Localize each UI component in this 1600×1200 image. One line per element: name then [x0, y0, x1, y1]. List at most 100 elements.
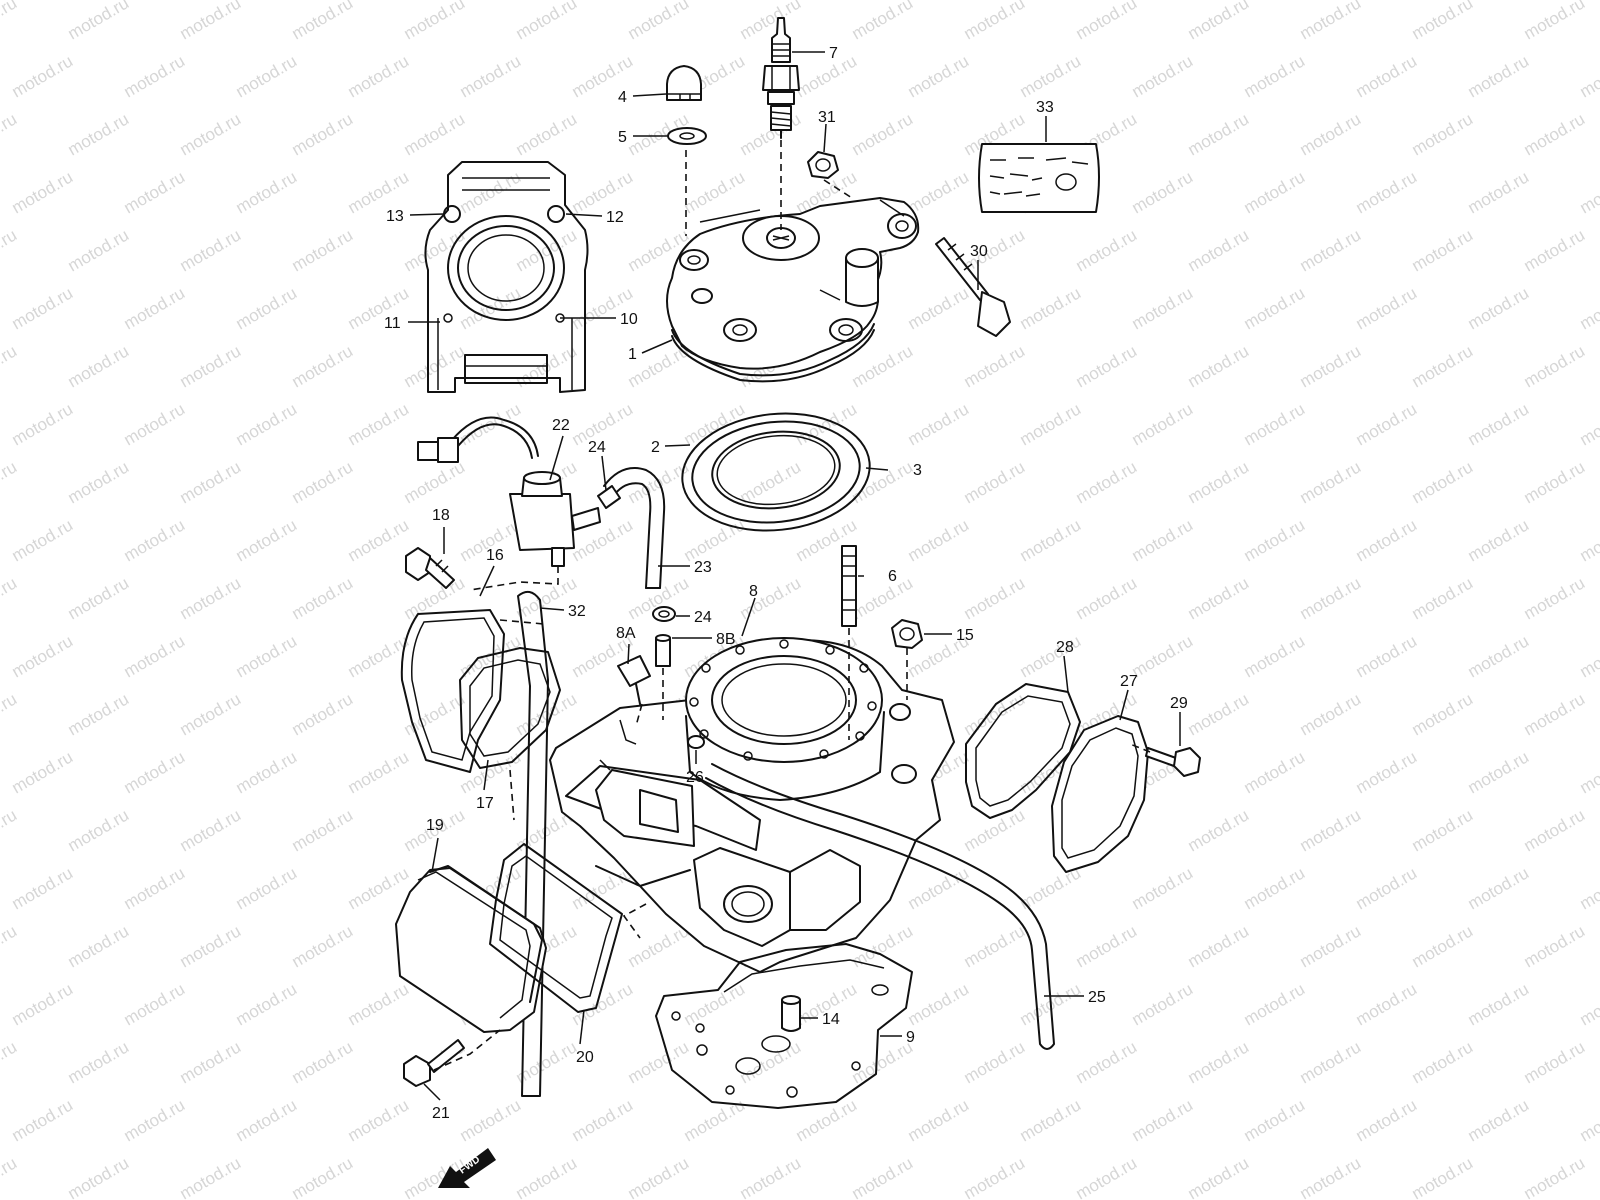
watermark-text: motod.ru [1241, 283, 1309, 333]
callout-23: 23 [694, 559, 712, 576]
watermark-text: motod.ru [1073, 1037, 1141, 1087]
watermark-text: motod.ru [65, 689, 133, 739]
watermark-text: motod.ru [289, 921, 357, 971]
watermark-text: motod.ru [9, 1095, 77, 1145]
watermark-text: motod.ru [1409, 921, 1477, 971]
watermark-text: motod.ru [737, 0, 805, 43]
watermark-text: motod.ru [401, 109, 469, 159]
watermark-text: motod.ru [1185, 109, 1253, 159]
cap-nut [666, 65, 702, 101]
watermark-text: motod.ru [1353, 515, 1421, 565]
head-gaskets [681, 412, 871, 532]
watermark-text: motod.ru [289, 225, 357, 275]
small-clamp [687, 735, 705, 749]
callout-24-lower: 24 [694, 609, 712, 626]
watermark-text: motod.ru [905, 167, 973, 217]
watermark-text: motod.ru [737, 457, 805, 507]
watermark-text: motod.ru [121, 283, 189, 333]
watermark-text: motod.ru [1409, 689, 1477, 739]
watermark-text: motod.ru [1353, 747, 1421, 797]
watermark-text: motod.ru [1241, 979, 1309, 1029]
cylinder [549, 637, 955, 973]
watermark-text: motod.ru [1073, 573, 1141, 623]
callout-32: 32 [568, 603, 586, 620]
watermark-text: motod.ru [1521, 689, 1589, 739]
watermark-text: motod.ru [0, 109, 20, 159]
watermark-text: motod.ru [1353, 1095, 1421, 1145]
watermark-text: motod.ru [121, 863, 189, 913]
watermark-text: motod.ru [625, 1153, 693, 1200]
watermark-text: motod.ru [1185, 457, 1253, 507]
watermark-text: motod.ru [905, 1095, 973, 1145]
watermark-text: motod.ru [65, 109, 133, 159]
watermark-text: motod.ru [961, 457, 1029, 507]
watermark-text: motod.ru [233, 979, 301, 1029]
watermark-text: motod.ru [177, 341, 245, 391]
watermark-text: motod.ru [65, 457, 133, 507]
watermark-text: motod.ru [681, 515, 749, 565]
callout-5: 5 [618, 129, 627, 146]
base-gasket [655, 943, 913, 1109]
watermark-text: motod.ru [1297, 457, 1365, 507]
watermark-text: motod.ru [1241, 515, 1309, 565]
watermark-text: motod.ru [1409, 1153, 1477, 1200]
watermark-text: motod.ru [1241, 167, 1309, 217]
watermark-text: motod.ru [345, 979, 413, 1029]
watermark-text: motod.ru [289, 1153, 357, 1200]
watermark-text: motod.ru [905, 515, 973, 565]
callout-17: 17 [476, 795, 494, 812]
watermark-text: motod.ru [65, 921, 133, 971]
watermark-text: motod.ru [1409, 341, 1477, 391]
watermark-text: motod.ru [569, 1095, 637, 1145]
side-cover-27 [1051, 715, 1149, 873]
watermark-text: motod.ru [177, 689, 245, 739]
watermark-text: motod.ru [905, 51, 973, 101]
watermark-text: motod.ru [1017, 399, 1085, 449]
watermark-text: motod.ru [1073, 0, 1141, 43]
solenoid-valve [417, 416, 601, 567]
callout-8a: 8A [616, 625, 636, 642]
watermark-text: motod.ru [233, 631, 301, 681]
watermark-text: motod.ru [905, 979, 973, 1029]
watermark-text: motod.ru [1241, 631, 1309, 681]
watermark-text: motod.ru [457, 1095, 525, 1145]
watermark-text: motod.ru [121, 167, 189, 217]
watermark-text: motod.ru [1017, 631, 1085, 681]
watermark-text: motod.ru [177, 573, 245, 623]
watermark-text: motod.ru [177, 109, 245, 159]
watermark-text: motod.ru [1353, 979, 1421, 1029]
watermark-text: motod.ru [121, 979, 189, 1029]
watermark-text: motod.ru [1129, 979, 1197, 1029]
watermark-text: motod.ru [1073, 457, 1141, 507]
watermark-text: motod.ru [1577, 399, 1600, 449]
watermark-text: motod.ru [961, 1037, 1029, 1087]
watermark-text: motod.ru [849, 573, 917, 623]
watermark-text: motod.ru [289, 573, 357, 623]
watermark-text: motod.ru [1185, 341, 1253, 391]
watermark-text: motod.ru [1297, 921, 1365, 971]
watermark-text: motod.ru [737, 573, 805, 623]
watermark-text: motod.ru [961, 0, 1029, 43]
watermark-text: motod.ru [1073, 1153, 1141, 1200]
watermark-text: motod.ru [1577, 283, 1600, 333]
watermark-text: motod.ru [1017, 283, 1085, 333]
watermark-text: motod.ru [233, 1095, 301, 1145]
callout-2: 2 [651, 439, 660, 456]
watermark-text: motod.ru [233, 399, 301, 449]
watermark-text: motod.ru [961, 921, 1029, 971]
callout-26: 26 [686, 769, 704, 786]
watermark-text: motod.ru [65, 341, 133, 391]
watermark-text: motod.ru [1017, 51, 1085, 101]
watermark-text: motod.ru [345, 863, 413, 913]
callout-14: 14 [822, 1011, 840, 1028]
watermark-text: motod.ru [233, 51, 301, 101]
watermark-text: motod.ru [9, 979, 77, 1029]
callout-8b: 8B [716, 631, 736, 648]
watermark-text: motod.ru [1465, 979, 1533, 1029]
spark-plug [762, 17, 800, 139]
watermark-text: motod.ru [0, 1037, 20, 1087]
watermark-text: motod.ru [1129, 515, 1197, 565]
watermark-text: motod.ru [345, 51, 413, 101]
watermark-text: motod.ru [961, 1153, 1029, 1200]
watermark-text: motod.ru [1353, 631, 1421, 681]
